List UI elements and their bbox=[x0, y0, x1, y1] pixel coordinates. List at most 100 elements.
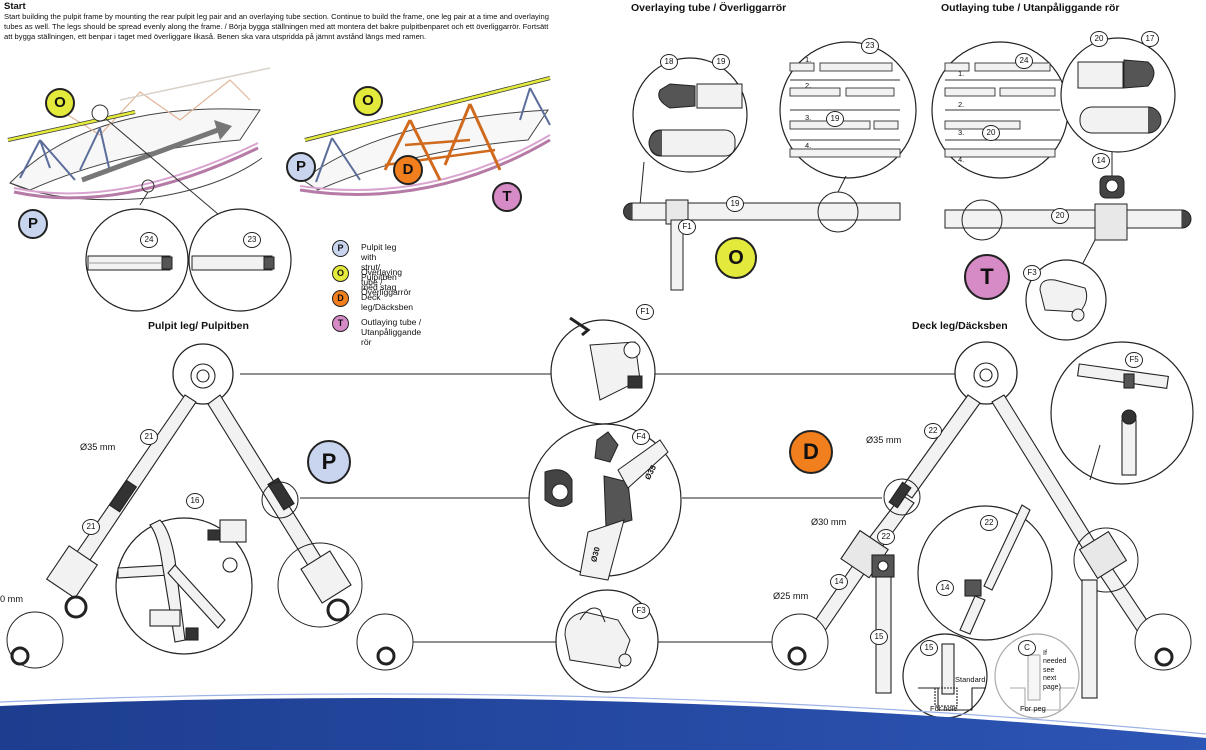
callout-number: 19 bbox=[712, 54, 730, 70]
callout-20-b: 20 bbox=[982, 122, 1000, 141]
start-body-text: Start building the pulpit frame by mount… bbox=[4, 12, 549, 42]
callout-23-b: 23 bbox=[861, 35, 879, 54]
callout-c: C bbox=[1018, 637, 1036, 656]
detail-circle-23 bbox=[188, 208, 292, 312]
note-for-peg: For peg bbox=[1020, 704, 1046, 713]
callout-14-c: 14 bbox=[936, 577, 954, 596]
note-if-needed: If needed see next page) bbox=[1043, 650, 1066, 692]
callout-number: 22 bbox=[877, 529, 895, 545]
note-for-hole: For hole bbox=[930, 704, 958, 713]
callout-number: 20 bbox=[982, 125, 1000, 141]
step-3-a: 3. bbox=[805, 113, 812, 122]
callout-f3-b: F3 bbox=[632, 600, 650, 619]
dim-cut-pulpit: 0 mm bbox=[0, 594, 23, 604]
callout-number: F1 bbox=[678, 219, 696, 235]
callout-21-b: 21 bbox=[82, 516, 100, 535]
callout-f1-a: F1 bbox=[678, 216, 696, 235]
callout-number: F3 bbox=[632, 603, 650, 619]
step-4-b: 4. bbox=[958, 155, 965, 164]
callout-number: F3 bbox=[1023, 265, 1041, 281]
callout-f5: F5 bbox=[1125, 349, 1143, 368]
note-line: see bbox=[1043, 666, 1055, 674]
outlaying-detail bbox=[931, 37, 1192, 341]
callout-19-b: 19 bbox=[826, 108, 844, 127]
deck-leg-frame bbox=[771, 341, 1194, 719]
callout-number: 22 bbox=[980, 515, 998, 531]
badge-overlaying-3: O bbox=[715, 237, 757, 279]
dim-25-deck: Ø25 mm bbox=[773, 591, 809, 601]
callout-number: 23 bbox=[861, 38, 879, 54]
callout-number: C bbox=[1018, 640, 1036, 656]
callout-14-a: 14 bbox=[1092, 150, 1110, 169]
callout-17: 17 bbox=[1141, 28, 1159, 47]
callout-number: 19 bbox=[726, 196, 744, 212]
legend-label: Outlaying tube / Utanpåliggande rör bbox=[361, 317, 422, 347]
step-3-b: 3. bbox=[958, 128, 965, 137]
start-title: Start bbox=[4, 1, 26, 12]
badge-overlaying-2: O bbox=[353, 86, 383, 116]
callout-23: 23 bbox=[243, 229, 261, 248]
callout-number: 14 bbox=[830, 574, 848, 590]
footer-wave bbox=[0, 697, 1206, 750]
callout-20-a: 20 bbox=[1090, 28, 1108, 47]
callout-16: 16 bbox=[186, 490, 204, 509]
overlaying-tube-title: Overlaying tube / Överliggarrör bbox=[631, 2, 787, 14]
step-2-b: 2. bbox=[958, 100, 965, 109]
badge-pulpit-2: P bbox=[286, 152, 316, 182]
callout-number: 23 bbox=[243, 232, 261, 248]
callout-20-c: 20 bbox=[1051, 205, 1069, 224]
callout-24-b: 24 bbox=[1015, 50, 1033, 69]
pulpit-leg-frame bbox=[6, 343, 414, 671]
detail-f4 bbox=[528, 423, 682, 581]
badge-pulpit-3: P bbox=[307, 440, 351, 484]
legend-label: Overlaying tube / Överliggarrör bbox=[361, 267, 412, 297]
callout-number: 24 bbox=[140, 232, 158, 248]
callout-number: 19 bbox=[826, 111, 844, 127]
callout-19-a: 19 bbox=[712, 51, 730, 70]
legend-label: Deck leg/Däcksben bbox=[361, 292, 414, 312]
detail-f1 bbox=[550, 316, 656, 425]
legend-badge: P bbox=[332, 240, 349, 257]
callout-number: 21 bbox=[82, 519, 100, 535]
callout-number: 22 bbox=[924, 423, 942, 439]
callout-number: 15 bbox=[870, 629, 888, 645]
callout-number: F1 bbox=[636, 304, 654, 320]
callout-number: 24 bbox=[1015, 53, 1033, 69]
dim-30-deck: Ø30 mm bbox=[811, 517, 847, 527]
callout-number: 20 bbox=[1090, 31, 1108, 47]
callout-f1-b: F1 bbox=[636, 301, 654, 320]
legend-badge: O bbox=[332, 265, 349, 282]
badge-outlaying-1: T bbox=[492, 182, 522, 212]
note-standard: Standard bbox=[955, 675, 986, 684]
note-line: page) bbox=[1043, 683, 1061, 691]
callout-number: 14 bbox=[936, 580, 954, 596]
step-2-a: 2. bbox=[805, 81, 812, 90]
callout-18: 18 bbox=[660, 51, 678, 70]
callout-f3-a: F3 bbox=[1023, 262, 1041, 281]
badge-deck-1: D bbox=[393, 155, 423, 185]
badge-pulpit-1: P bbox=[18, 209, 48, 239]
badge-overlaying-1: O bbox=[45, 88, 75, 118]
legend-badge: D bbox=[332, 290, 349, 307]
deck-leg-title: Deck leg/Däcksben bbox=[912, 320, 1008, 332]
callout-number: F5 bbox=[1125, 352, 1143, 368]
step-1-b: 1. bbox=[958, 69, 965, 78]
note-line: If bbox=[1043, 650, 1047, 657]
boat-frame-illustration-2 bbox=[299, 76, 551, 196]
callout-number: 17 bbox=[1141, 31, 1159, 47]
callout-f4: F4 bbox=[632, 426, 650, 445]
legend-label: Pulpit leg with strut/ Pulpitben med sta… bbox=[361, 242, 397, 292]
badge-deck-2: D bbox=[789, 430, 833, 474]
callout-19-c: 19 bbox=[726, 193, 744, 212]
callout-number: 20 bbox=[1051, 208, 1069, 224]
callout-22-c: 22 bbox=[980, 512, 998, 531]
note-line: next bbox=[1043, 675, 1057, 683]
callout-15-a: 15 bbox=[870, 626, 888, 645]
outlaying-tube-title: Outlaying tube / Utanpåliggande rör bbox=[941, 2, 1120, 14]
callout-22-a: 22 bbox=[924, 420, 942, 439]
boat-frame-illustration-1 bbox=[7, 67, 271, 221]
callout-22-b: 22 bbox=[877, 526, 895, 545]
detail-circle-24 bbox=[85, 208, 189, 312]
